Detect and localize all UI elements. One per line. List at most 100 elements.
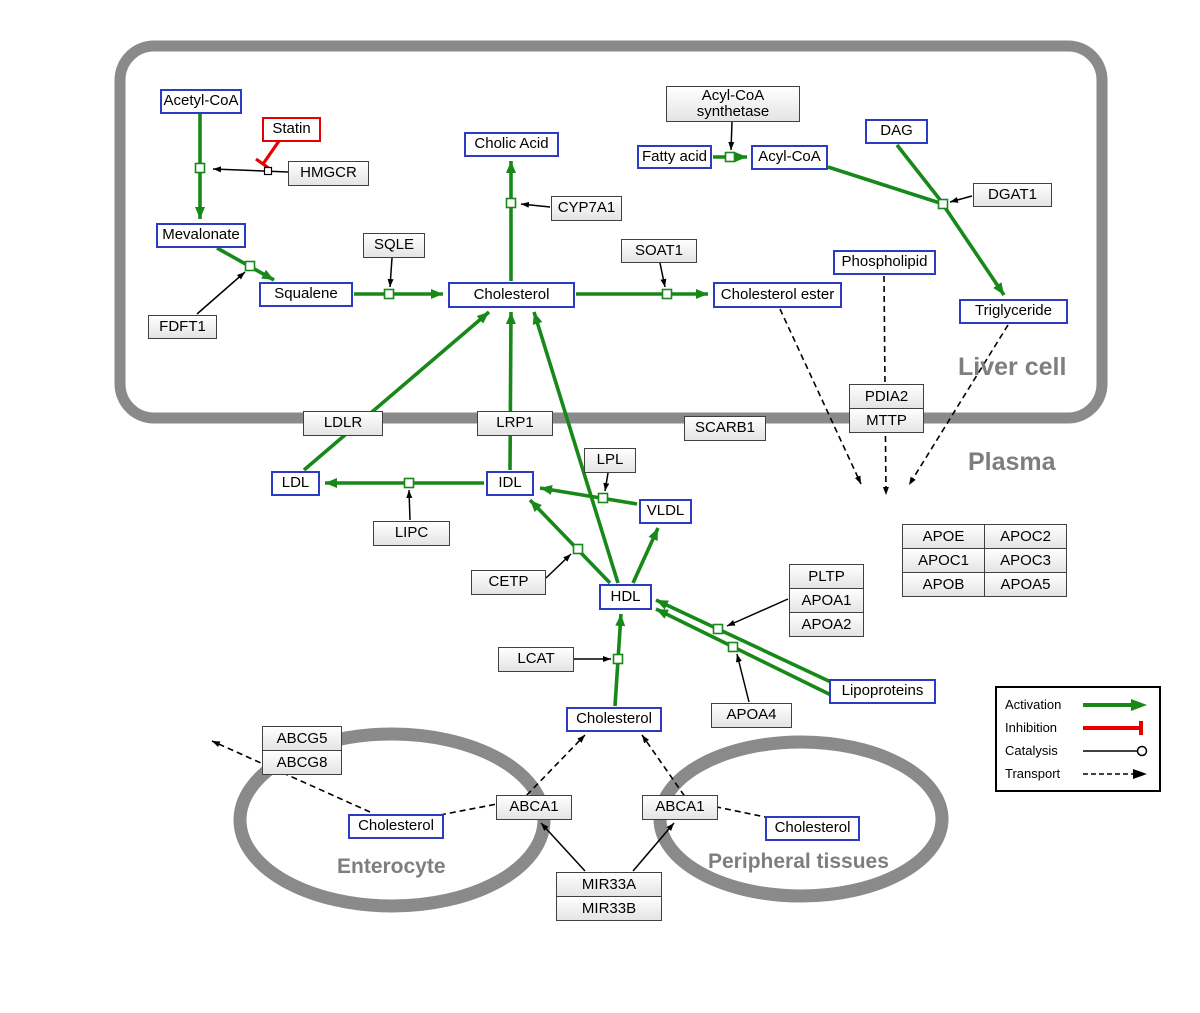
node-cholesterol-ester[interactable]: Cholesterol ester bbox=[713, 282, 842, 308]
node-group-abcg5-abcg8: ABCG5 ABCG8 bbox=[262, 726, 342, 775]
legend-row-activation: Activation bbox=[1005, 694, 1151, 715]
node-lrp1[interactable]: LRP1 bbox=[477, 411, 553, 436]
edge-lipoproteins-to-hdl-upper bbox=[655, 598, 834, 685]
edge-lipoproteins-to-hdl-lower bbox=[655, 607, 832, 697]
node-cholesterol-peripheral[interactable]: Cholesterol bbox=[765, 816, 860, 841]
node-acetyl-coa[interactable]: Acetyl-CoA bbox=[160, 89, 242, 114]
node-mir33a[interactable]: MIR33A bbox=[556, 872, 662, 897]
legend-row-catalysis: Catalysis bbox=[1005, 740, 1151, 761]
reaction-node bbox=[712, 623, 724, 635]
node-lipc[interactable]: LIPC bbox=[373, 521, 450, 546]
node-dgat1[interactable]: DGAT1 bbox=[973, 183, 1052, 207]
node-mir33b[interactable]: MIR33B bbox=[556, 896, 662, 921]
transport-phospholipid-to-plasma bbox=[882, 275, 889, 496]
node-acyl-coa[interactable]: Acyl-CoA bbox=[751, 145, 828, 170]
edge-vldl-to-idl bbox=[539, 485, 638, 506]
node-fdft1[interactable]: FDFT1 bbox=[148, 315, 217, 339]
node-lipoproteins[interactable]: Lipoproteins bbox=[829, 679, 936, 704]
node-pltp[interactable]: PLTP bbox=[789, 564, 864, 589]
node-abca1-enterocyte[interactable]: ABCA1 bbox=[496, 795, 572, 820]
node-group-pltp-apoa1-apoa2: PLTP APOA1 APOA2 bbox=[789, 564, 864, 637]
node-cetp[interactable]: CETP bbox=[471, 570, 546, 595]
reaction-node bbox=[383, 288, 395, 300]
node-ldl[interactable]: LDL bbox=[271, 471, 320, 496]
catalysis-hmgcr bbox=[212, 166, 289, 173]
node-dag[interactable]: DAG bbox=[865, 119, 928, 144]
catalysis-fdft1 bbox=[196, 271, 246, 315]
edge-ldl-to-cholesterol-via-ldlr bbox=[302, 310, 491, 472]
node-idl[interactable]: IDL bbox=[486, 471, 534, 496]
node-group-mir33: MIR33A MIR33B bbox=[556, 872, 662, 921]
reaction-node bbox=[403, 477, 415, 489]
edge-dgat-junction-to-triglyceride bbox=[942, 204, 1006, 297]
reaction-node bbox=[612, 653, 624, 665]
arrow-mir33-to-abca1-peripheral bbox=[632, 822, 675, 872]
catalysis-lpl bbox=[603, 472, 610, 492]
node-hmgcr[interactable]: HMGCR bbox=[288, 161, 369, 186]
edge-hdl-to-vldl bbox=[631, 527, 660, 584]
node-apoa1[interactable]: APOA1 bbox=[789, 588, 864, 613]
node-vldl[interactable]: VLDL bbox=[639, 499, 692, 524]
node-group-pdia2-mttp: PDIA2 MTTP bbox=[849, 384, 924, 433]
node-scarb1[interactable]: SCARB1 bbox=[684, 416, 766, 441]
node-phospholipid[interactable]: Phospholipid bbox=[833, 250, 936, 275]
node-mevalonate[interactable]: Mevalonate bbox=[156, 223, 246, 248]
node-sqle[interactable]: SQLE bbox=[363, 233, 425, 258]
node-apoe[interactable]: APOE bbox=[902, 524, 985, 549]
reaction-node bbox=[572, 543, 584, 555]
peripheral-tissues-label: Peripheral tissues bbox=[708, 850, 889, 873]
node-apoa4[interactable]: APOA4 bbox=[711, 703, 792, 728]
reaction-node bbox=[724, 151, 736, 163]
node-squalene[interactable]: Squalene bbox=[259, 282, 353, 307]
node-hdl[interactable]: HDL bbox=[599, 584, 652, 610]
reaction-node bbox=[597, 492, 609, 504]
node-cyp7a1[interactable]: CYP7A1 bbox=[551, 196, 622, 221]
node-soat1[interactable]: SOAT1 bbox=[621, 239, 697, 263]
node-triglyceride[interactable]: Triglyceride bbox=[959, 299, 1068, 324]
node-cholesterol-enterocyte[interactable]: Cholesterol bbox=[348, 814, 444, 839]
node-apoa2[interactable]: APOA2 bbox=[789, 612, 864, 637]
node-apoa5[interactable]: APOA5 bbox=[984, 572, 1067, 597]
node-ldlr[interactable]: LDLR bbox=[303, 411, 383, 436]
catalysis-anchor-node bbox=[263, 166, 273, 176]
edge-acylcoa-to-dgat-junction bbox=[827, 165, 944, 206]
legend-row-transport: Transport bbox=[1005, 763, 1151, 784]
node-apob[interactable]: APOB bbox=[902, 572, 985, 597]
activation-edges bbox=[195, 114, 1006, 707]
node-acyl-coa-synthetase[interactable]: Acyl-CoA synthetase bbox=[666, 86, 800, 122]
node-abca1-peripheral[interactable]: ABCA1 bbox=[642, 795, 718, 820]
inhibition-edge-statin-hmgcr bbox=[255, 140, 281, 171]
node-apoc2[interactable]: APOC2 bbox=[984, 524, 1067, 549]
reaction-nodes bbox=[194, 151, 949, 665]
node-lpl[interactable]: LPL bbox=[584, 448, 636, 473]
edge-hdl-to-cholesterol bbox=[532, 311, 620, 584]
catalysis-sqle bbox=[387, 257, 394, 288]
reaction-node bbox=[244, 260, 256, 272]
node-abcg8[interactable]: ABCG8 bbox=[262, 750, 342, 775]
node-statin[interactable]: Statin bbox=[262, 117, 321, 142]
node-cholic-acid[interactable]: Cholic Acid bbox=[464, 132, 559, 157]
reaction-node bbox=[727, 641, 739, 653]
node-mttp[interactable]: MTTP bbox=[849, 408, 924, 433]
enterocyte-membrane bbox=[233, 727, 551, 913]
catalysis-lipc bbox=[406, 489, 413, 521]
edge-idl-to-cholesterol-via-lrp1 bbox=[505, 311, 516, 471]
legend-inhibition-label: Inhibition bbox=[1005, 720, 1058, 735]
transport-triglyceride-to-plasma bbox=[908, 324, 1009, 486]
catalysis-soat1 bbox=[659, 262, 667, 288]
legend-activation-label: Activation bbox=[1005, 697, 1062, 712]
liver-cell-label: Liver cell bbox=[958, 353, 1067, 381]
plasma-label: Plasma bbox=[968, 448, 1056, 476]
catalysis-cetp bbox=[545, 553, 572, 579]
reaction-node bbox=[505, 197, 517, 209]
node-cholesterol-plasma[interactable]: Cholesterol bbox=[566, 707, 662, 732]
node-apoc3[interactable]: APOC3 bbox=[984, 548, 1067, 573]
node-fatty-acid[interactable]: Fatty acid bbox=[637, 145, 712, 169]
reaction-node bbox=[194, 162, 206, 174]
node-abcg5[interactable]: ABCG5 bbox=[262, 726, 342, 751]
node-apoc1[interactable]: APOC1 bbox=[902, 548, 985, 573]
node-pdia2[interactable]: PDIA2 bbox=[849, 384, 924, 409]
node-cholesterol-liver[interactable]: Cholesterol bbox=[448, 282, 575, 308]
enterocyte-label: Enterocyte bbox=[337, 855, 446, 878]
node-lcat[interactable]: LCAT bbox=[498, 647, 574, 672]
